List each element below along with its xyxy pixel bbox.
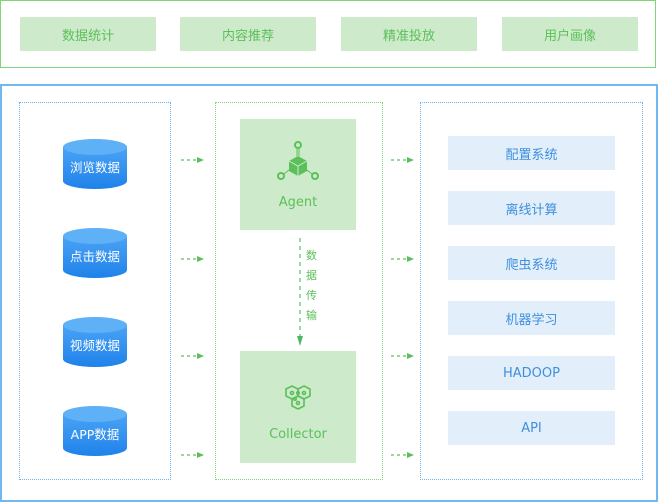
app-content-recommend[interactable]: 内容推荐 (180, 17, 316, 51)
arrow-right-icon (391, 157, 414, 163)
database-icon (63, 139, 127, 189)
arrow-right-icon (391, 256, 414, 262)
data-source-video[interactable]: 视频数据 (63, 317, 127, 367)
collector-label: Collector (269, 427, 327, 442)
agent-node[interactable]: Agent (240, 119, 356, 230)
data-source-label: APP数据 (70, 426, 120, 442)
system-crawler[interactable]: 爬虫系统 (448, 246, 615, 280)
app-user-profile[interactable]: 用户画像 (502, 17, 638, 51)
architecture-frame (0, 84, 658, 502)
system-machine-learning[interactable]: 机器学习 (448, 301, 615, 335)
arrow-right-icon (181, 256, 204, 262)
data-source-label: 点击数据 (69, 248, 120, 264)
transfer-char: 输 (306, 309, 317, 322)
transfer-char: 数 (306, 249, 317, 262)
arrow-right-icon (391, 353, 414, 359)
pipeline-column (215, 102, 383, 480)
transfer-char: 传 (306, 289, 317, 302)
transfer-char: 据 (306, 269, 317, 282)
data-transfer-label: 数 据 传 输 (306, 246, 320, 326)
system-config[interactable]: 配置系统 (448, 136, 615, 170)
agent-cube-icon (277, 141, 319, 180)
data-source-click[interactable]: 点击数据 (63, 228, 127, 278)
database-icon (63, 406, 127, 456)
data-source-browse[interactable]: 浏览数据 (63, 139, 127, 189)
collector-hexagon-icon (285, 385, 311, 410)
arrow-right-icon (181, 157, 204, 163)
application-layer: 数据统计 内容推荐 精准投放 用户画像 (0, 0, 656, 68)
database-icon (63, 228, 127, 278)
arrow-right-icon (391, 452, 414, 458)
system-offline-compute[interactable]: 离线计算 (448, 191, 615, 225)
arrow-down-icon (297, 238, 303, 346)
database-icon (63, 317, 127, 367)
data-source-label: 浏览数据 (69, 159, 120, 175)
app-precise-delivery[interactable]: 精准投放 (341, 17, 477, 51)
collector-node[interactable]: Collector (240, 351, 356, 463)
data-source-label: 视频数据 (69, 337, 120, 353)
arrow-right-icon (181, 452, 204, 458)
data-sources-column (19, 102, 171, 480)
system-hadoop[interactable]: HADOOP (448, 356, 615, 390)
arrow-right-icon (181, 353, 204, 359)
app-data-statistics[interactable]: 数据统计 (20, 17, 156, 51)
systems-column (420, 102, 643, 480)
data-source-app[interactable]: APP数据 (63, 406, 127, 456)
agent-label: Agent (278, 195, 318, 210)
system-api[interactable]: API (448, 411, 615, 445)
